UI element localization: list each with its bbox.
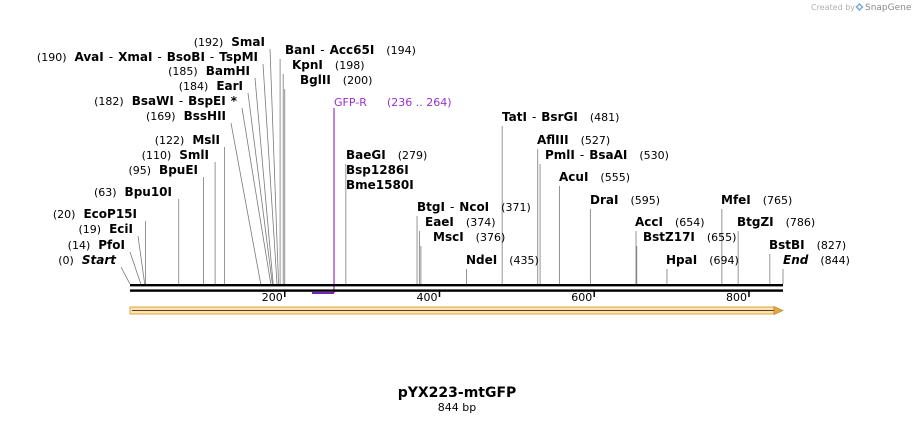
site-leader-line (254, 77, 274, 285)
site-avai[interactable]: (190)AvaI-XmaI-BsoBI-TspMI (37, 50, 258, 64)
site-label: (63)Bpu10I (94, 185, 172, 199)
site-label: (0)Start (58, 253, 117, 267)
site-mfei[interactable]: MfeI(765) (721, 193, 792, 207)
site-bamhi[interactable]: (185)BamHI (168, 64, 250, 78)
restriction-site-labels: (0)Start(14)PfoI (19)EciI(20)EcoP15I (63)B… (37, 35, 850, 267)
site-label: BtgZI(786) (737, 215, 815, 229)
dna-backbone (130, 284, 783, 292)
site-smai[interactable]: (192)SmaI (194, 35, 265, 49)
site-label: (122)MslI (155, 133, 220, 147)
site-bstbi[interactable]: BstBI(827) (769, 238, 846, 252)
site-leader-line (269, 48, 279, 285)
site-label: (192)SmaI (194, 35, 265, 49)
site-drai[interactable]: DraI(595) (590, 193, 660, 207)
site-label: BtgI-NcoI(371) (417, 200, 531, 214)
site-label: (95)BpuEI (128, 163, 198, 177)
site-afliii[interactable]: AflIII(527) (537, 133, 610, 147)
site-label: HpaI(694) (666, 253, 739, 267)
site-label: BanI-Acc65I(194) (285, 43, 416, 57)
site-label: (169)BssHII (146, 109, 226, 123)
site-eari[interactable]: (184)EarI (179, 79, 243, 93)
site-bglii[interactable]: BglII(200) (300, 73, 372, 87)
site-label: BglII(200) (300, 73, 372, 87)
ruler-tick-label: 200 (262, 291, 283, 304)
site-tati[interactable]: TatI-BsrGI(481) (502, 110, 619, 124)
site-bstz17i[interactable]: BstZ17I(655) (643, 230, 736, 244)
map-length: 844 bp (438, 401, 476, 414)
site-bsp1286i[interactable]: Bsp1286I (346, 163, 409, 177)
site-label: EaeI(374) (425, 215, 496, 229)
snapgene-logo-icon (855, 3, 864, 11)
site-label: Bsp1286I (346, 163, 409, 177)
site-label: BstBI(827) (769, 238, 846, 252)
site-bpu10i[interactable]: (63)Bpu10I (94, 185, 172, 199)
credit-prefix: Created by (811, 3, 855, 12)
site-btgi[interactable]: BtgI-NcoI(371) (417, 200, 531, 214)
site-leader-line (262, 63, 278, 285)
site-bpuei[interactable]: (95)BpuEI (128, 163, 198, 177)
site-label: (110)SmlI (142, 148, 209, 162)
ruler-tick-label: 400 (416, 291, 437, 304)
ruler-tick-label: 800 (726, 291, 747, 304)
site-end[interactable]: End(844) (783, 253, 850, 267)
site-bsawi[interactable]: (182)BsaWI-BspEI* (94, 94, 238, 108)
site-label: AcuI(555) (559, 170, 630, 184)
site-acui[interactable]: AcuI(555) (559, 170, 630, 184)
map-title: pYX223-mtGFP (398, 385, 517, 401)
site-label: (185)BamHI (168, 64, 250, 78)
ruler-ticks: 200 400 600 800 (262, 291, 750, 304)
site-acci[interactable]: AccI(654) (635, 215, 705, 229)
site-label: DraI(595) (590, 193, 660, 207)
site-pmli[interactable]: PmlI-BsaAI(530) (545, 148, 669, 162)
site-kpni[interactable]: KpnI(198) (292, 58, 365, 72)
site-btgzi[interactable]: BtgZI(786) (737, 215, 815, 229)
site-label: MscI(376) (433, 230, 505, 244)
site-ecii[interactable]: (19)EciI (79, 222, 133, 236)
site-leader-line (230, 122, 262, 285)
site-ecop15i[interactable]: (20)EcoP15I (53, 207, 137, 221)
ruler-tick-label: 600 (571, 291, 592, 304)
site-label: KpnI(198) (292, 58, 365, 72)
primer-feature-gfp-r[interactable]: GFP-R (236 .. 264) (312, 96, 452, 294)
site-label: AccI(654) (635, 215, 705, 229)
site-bme1580i[interactable]: Bme1580I (346, 178, 414, 192)
site-label: (182)BsaWI-BspEI* (94, 94, 238, 108)
site-label: AflIII(527) (537, 133, 610, 147)
site-leader-line (129, 251, 142, 285)
primer-name-label: GFP-R (334, 96, 367, 109)
site-label: (184)EarI (179, 79, 243, 93)
primer-range-label: (236 .. 264) (387, 96, 452, 109)
site-leader-line (120, 266, 131, 285)
site-label: (19)EciI (79, 222, 133, 236)
sequence-direction-arrow (129, 306, 784, 315)
credit-brand: SnapGene (865, 3, 912, 13)
site-leader-lines (120, 48, 784, 285)
site-label: BstZ17I(655) (643, 230, 736, 244)
site-leader-line (247, 92, 273, 285)
site-leader-line (137, 235, 146, 285)
site-label: (190)AvaI-XmaI-BsoBI-TspMI (37, 50, 258, 64)
site-bani[interactable]: BanI-Acc65I(194) (285, 43, 416, 57)
site-label: End(844) (783, 253, 850, 267)
site-label: NdeI(435) (466, 253, 539, 267)
site-msci[interactable]: MscI(376) (433, 230, 505, 244)
site-bsshii[interactable]: (169)BssHII (146, 109, 226, 123)
site-ndei[interactable]: NdeI(435) (466, 253, 539, 267)
site-eaei[interactable]: EaeI(374) (425, 215, 496, 229)
site-label: (14)PfoI (68, 238, 125, 252)
site-smli[interactable]: (110)SmlI (142, 148, 209, 162)
site-label: (20)EcoP15I (53, 207, 137, 221)
site-baegi[interactable]: BaeGI(279) (346, 148, 427, 162)
site-pfoi[interactable]: (14)PfoI (68, 238, 125, 252)
site-hpai[interactable]: HpaI(694) (666, 253, 739, 267)
site-label: PmlI-BsaAI(530) (545, 148, 669, 162)
site-label: Bme1580I (346, 178, 414, 192)
site-msli[interactable]: (122)MslI (155, 133, 220, 147)
site-label: BaeGI(279) (346, 148, 427, 162)
site-leader-line (241, 107, 272, 285)
site-label: TatI-BsrGI(481) (502, 110, 619, 124)
site-label: MfeI(765) (721, 193, 792, 207)
site-start[interactable]: (0)Start (58, 253, 117, 267)
